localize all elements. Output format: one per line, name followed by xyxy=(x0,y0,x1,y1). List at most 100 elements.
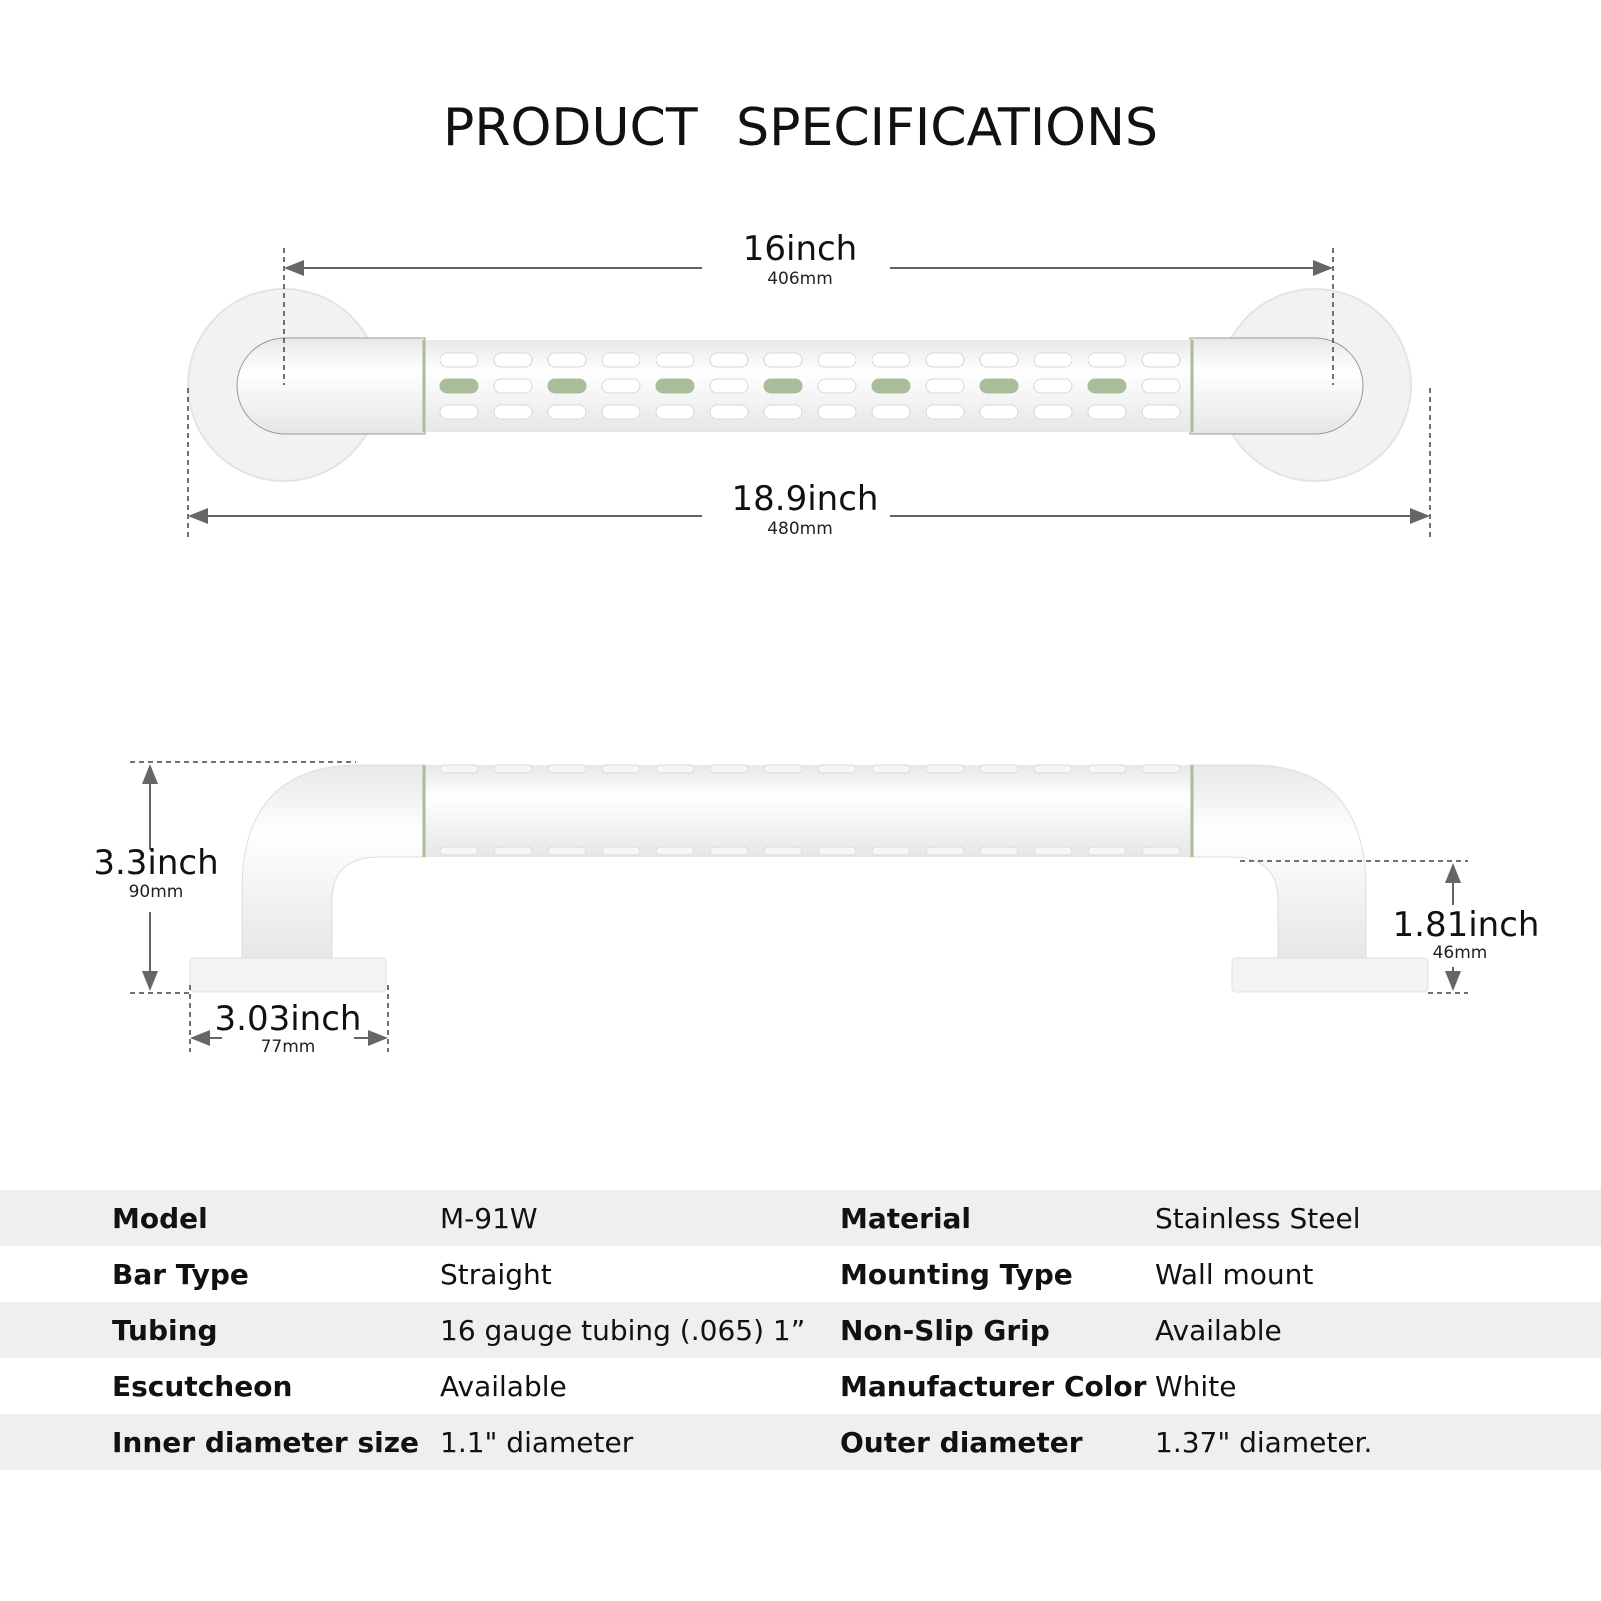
grip-pad xyxy=(1141,378,1181,394)
grip-pad xyxy=(1087,846,1127,856)
spec-value: Stainless Steel xyxy=(1155,1201,1361,1235)
grip-pad xyxy=(763,404,803,420)
grip-pad xyxy=(1141,404,1181,420)
grip-pad xyxy=(1033,404,1073,420)
grip-pattern xyxy=(439,352,1181,420)
spec-value: 1.1" diameter xyxy=(440,1425,634,1459)
grip-pad xyxy=(925,378,965,394)
grip-pad xyxy=(817,352,857,368)
spec-key: Material xyxy=(840,1201,972,1235)
grip-pad xyxy=(1087,352,1127,368)
grip-bar xyxy=(424,340,1192,432)
grip-pad xyxy=(493,846,533,856)
grip-pad xyxy=(655,764,695,774)
clearance-mm: 46mm xyxy=(1433,943,1488,963)
spec-key: Outer diameter xyxy=(840,1425,1083,1459)
spec-value: White xyxy=(1155,1369,1237,1403)
spec-key: Inner diameter size xyxy=(112,1425,420,1459)
grip-pad xyxy=(1141,764,1181,774)
grip-pad xyxy=(655,378,695,394)
grip-pad xyxy=(763,352,803,368)
grip-pad xyxy=(439,378,479,394)
spec-value: Straight xyxy=(440,1257,552,1291)
grip-pad xyxy=(817,378,857,394)
grip-pad xyxy=(493,764,533,774)
table-row: Model M-91W Material Stainless Steel xyxy=(0,1190,1601,1246)
spec-key: Escutcheon xyxy=(112,1369,293,1403)
grip-pad xyxy=(817,764,857,774)
grip-pad xyxy=(1033,352,1073,368)
base-width-mm: 77mm xyxy=(261,1037,316,1057)
grip-pad xyxy=(1033,378,1073,394)
grip-pad xyxy=(979,378,1019,394)
grip-pad xyxy=(601,846,641,856)
grip-pad xyxy=(1087,764,1127,774)
grip-pad xyxy=(547,764,587,774)
grip-pad xyxy=(547,404,587,420)
grip-pad xyxy=(655,404,695,420)
grip-pad xyxy=(925,404,965,420)
spec-value: Wall mount xyxy=(1155,1257,1314,1291)
grip-pad xyxy=(439,352,479,368)
grip-pad xyxy=(709,846,749,856)
grip-pad xyxy=(871,846,911,856)
spec-value: Available xyxy=(440,1369,567,1403)
grip-pad xyxy=(1141,846,1181,856)
spec-value: M-91W xyxy=(440,1201,538,1235)
grip-pad xyxy=(601,764,641,774)
grip-pad xyxy=(763,846,803,856)
side-view: 3.3inch 90mm 3.03inch 77mm 1.81inch 46mm xyxy=(93,761,1540,1057)
base-width-label: 3.03inch xyxy=(215,999,362,1039)
grip-pad xyxy=(1087,404,1127,420)
outer-length-mm: 480mm xyxy=(767,519,833,539)
spec-key: Model xyxy=(112,1201,208,1235)
grip-pad xyxy=(1141,352,1181,368)
grip-pad xyxy=(1033,764,1073,774)
height-mm: 90mm xyxy=(129,882,184,902)
grip-pad xyxy=(439,404,479,420)
grip-pad xyxy=(601,378,641,394)
grip-pad xyxy=(871,352,911,368)
grip-pad xyxy=(979,764,1019,774)
grip-pad xyxy=(547,352,587,368)
spec-key: Mounting Type xyxy=(840,1257,1073,1291)
grip-pad xyxy=(655,352,695,368)
grip-pad xyxy=(493,378,533,394)
grip-pad xyxy=(709,404,749,420)
clearance-label: 1.81inch xyxy=(1393,905,1540,945)
grip-pad xyxy=(1087,378,1127,394)
grip-pad xyxy=(439,764,479,774)
table-row: Tubing 16 gauge tubing (.065) 1” Non-Slip … xyxy=(0,1302,1601,1358)
grip-pad xyxy=(979,352,1019,368)
grip-pad xyxy=(871,404,911,420)
grip-pad xyxy=(601,404,641,420)
grip-pad xyxy=(763,764,803,774)
grip-pad xyxy=(925,764,965,774)
outer-length-label: 18.9inch xyxy=(732,479,879,519)
spec-key: Non-Slip Grip xyxy=(840,1313,1050,1347)
grip-pad xyxy=(817,846,857,856)
grip-pad xyxy=(871,764,911,774)
spec-value: 16 gauge tubing (.065) 1” xyxy=(440,1313,806,1347)
spec-value: Available xyxy=(1155,1313,1282,1347)
table-row: Inner diameter size 1.1" diameter Outer di… xyxy=(0,1414,1601,1470)
spec-key: Manufacturer Color xyxy=(840,1369,1147,1403)
grip-pad xyxy=(547,378,587,394)
grip-pad xyxy=(493,352,533,368)
inner-length-label: 16inch xyxy=(743,229,858,269)
height-label: 3.3inch xyxy=(93,843,218,883)
grip-pad xyxy=(547,846,587,856)
grip-pad xyxy=(709,352,749,368)
grip-pad xyxy=(925,352,965,368)
spec-value: 1.37" diameter. xyxy=(1155,1425,1373,1459)
grip-pad xyxy=(709,378,749,394)
grip-pad xyxy=(655,846,695,856)
spec-key: Tubing xyxy=(112,1313,218,1347)
top-view: 16inch 406mm 18.9inch 480mm xyxy=(187,229,1431,539)
grip-pad xyxy=(439,846,479,856)
page-title: PRODUCT SPECIFICATIONS xyxy=(442,98,1158,158)
